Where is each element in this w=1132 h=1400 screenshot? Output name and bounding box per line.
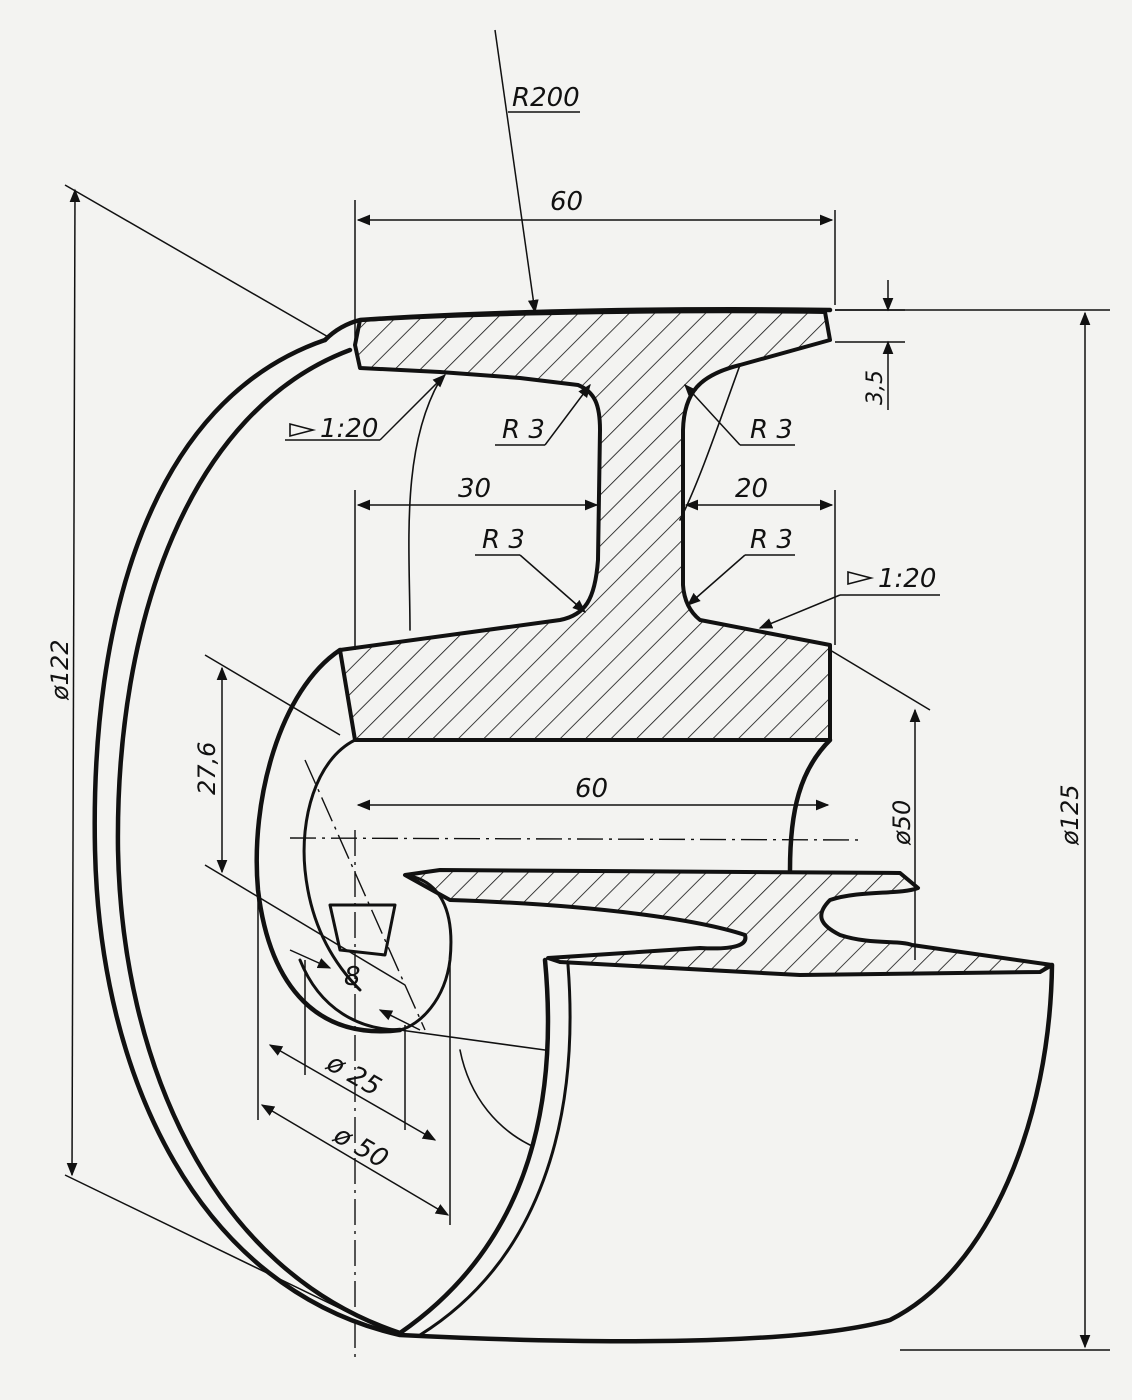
- label-dia-hub-50: ø50: [888, 800, 916, 846]
- label-fillet-top-right: R 3: [750, 415, 793, 445]
- label-rim-thickness: 3,5: [863, 370, 888, 405]
- label-web-right: 20: [735, 474, 768, 504]
- hatched-section-upper: [338, 309, 832, 742]
- label-fillet-top-left: R 3: [502, 415, 545, 445]
- label-r200: R200: [512, 83, 580, 113]
- label-dia-122: ø122: [46, 640, 74, 702]
- label-fillet-bottom-left: R 3: [482, 525, 525, 555]
- label-web-left: 30: [458, 474, 491, 504]
- label-bore-length: 60: [575, 774, 608, 804]
- dimension-lines: [64, 29, 1110, 1351]
- label-taper-left: 1:20: [320, 414, 378, 444]
- label-width-top: 60: [550, 187, 583, 217]
- label-bore-dia: ø 25: [321, 1048, 386, 1103]
- label-dia-125: ø125: [1056, 785, 1084, 847]
- label-keyway-width: 8: [344, 962, 361, 992]
- label-keyway-depth: 27,6: [193, 742, 221, 795]
- center-lines: [289, 759, 861, 1360]
- hatched-section-lower: [403, 868, 1054, 977]
- label-hub-dia: ø 50: [328, 1120, 393, 1175]
- label-taper-right: 1:20: [878, 564, 936, 594]
- label-fillet-bottom-right: R 3: [750, 525, 793, 555]
- taper-symbol-left: [289, 422, 317, 438]
- taper-symbol-right: [847, 570, 875, 586]
